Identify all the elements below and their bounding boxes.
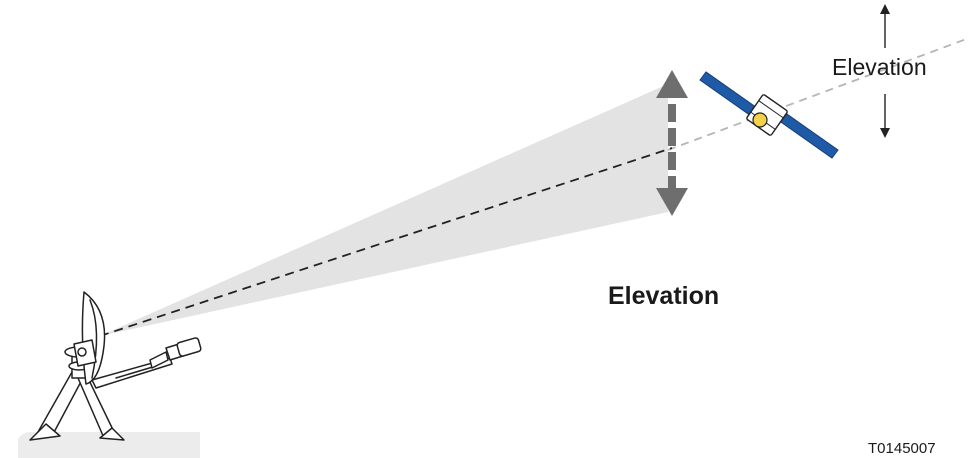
- ground: [18, 432, 200, 458]
- satellite-dish-icon: [29, 291, 202, 441]
- elevation-adjust-arrow: [656, 70, 688, 216]
- dish-aim-line: [99, 147, 673, 337]
- elevation-label-top: Elevation: [832, 54, 927, 80]
- figure-code: T0145007: [868, 440, 936, 457]
- signal-beam: [100, 84, 668, 336]
- satellite-icon: [699, 71, 839, 159]
- elevation-indicator-arrow: [880, 4, 890, 138]
- satellite-sightline: [667, 37, 969, 151]
- elevation-label-main: Elevation: [608, 282, 720, 310]
